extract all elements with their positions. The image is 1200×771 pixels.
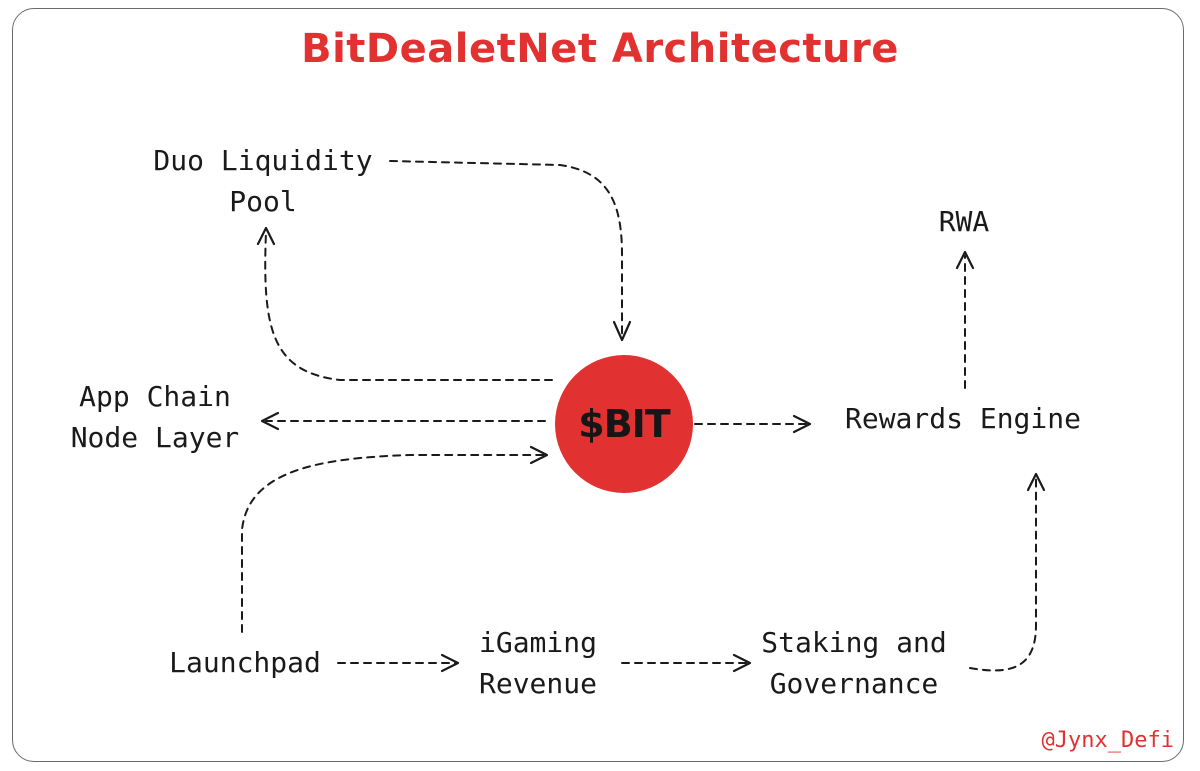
author-credit: @Jynx_Defi bbox=[1041, 728, 1174, 753]
node-app-chain-node-layer: App Chain Node Layer bbox=[55, 376, 255, 458]
arrowhead-to-staking bbox=[732, 653, 752, 673]
edge-bit-to-duo-pool bbox=[264, 231, 553, 381]
arrowhead-to-rewards-bottom bbox=[1026, 472, 1046, 492]
node-duo-liquidity-pool: Duo Liquidity Pool bbox=[143, 140, 383, 222]
node-staking-line1: Staking and bbox=[761, 626, 947, 659]
node-igaming-line2: Revenue bbox=[478, 667, 597, 700]
edge-launchpad-to-bit bbox=[241, 454, 546, 633]
arrowhead-to-igaming bbox=[440, 653, 460, 673]
bit-token-label: $BIT bbox=[578, 402, 670, 446]
edge-duo-pool-to-bit bbox=[389, 160, 623, 339]
node-app-chain-line2: Node Layer bbox=[70, 421, 240, 454]
node-app-chain-line1: App Chain bbox=[79, 380, 231, 413]
node-rewards-engine-line1: Rewards Engine bbox=[844, 402, 1081, 435]
node-rwa-line1: RWA bbox=[938, 205, 990, 238]
node-launchpad-line1: Launchpad bbox=[169, 646, 321, 679]
node-duo-liquidity-pool-line1: Duo Liquidity bbox=[153, 144, 373, 177]
arrowhead-to-bit-top bbox=[612, 320, 632, 342]
node-launchpad: Launchpad bbox=[155, 642, 335, 683]
node-staking-governance: Staking and Governance bbox=[748, 622, 960, 704]
arrowhead-to-app-chain bbox=[260, 411, 280, 431]
node-duo-liquidity-pool-line2: Pool bbox=[229, 185, 297, 218]
node-igaming-line1: iGaming bbox=[478, 626, 597, 659]
node-staking-line2: Governance bbox=[769, 667, 939, 700]
diagram-title: BitDealetNet Architecture bbox=[301, 26, 899, 72]
node-rewards-engine: Rewards Engine bbox=[832, 398, 1094, 439]
node-rwa: RWA bbox=[918, 201, 1010, 242]
arrowhead-to-rwa bbox=[955, 250, 975, 270]
arrowhead-to-bit-left bbox=[529, 445, 549, 465]
node-igaming-revenue: iGaming Revenue bbox=[463, 622, 613, 704]
arrowhead-to-duo-pool bbox=[256, 226, 276, 246]
bit-token-node: $BIT bbox=[555, 355, 693, 493]
edge-staking-to-rewards bbox=[969, 477, 1037, 672]
arrowhead-to-rewards bbox=[792, 414, 812, 434]
